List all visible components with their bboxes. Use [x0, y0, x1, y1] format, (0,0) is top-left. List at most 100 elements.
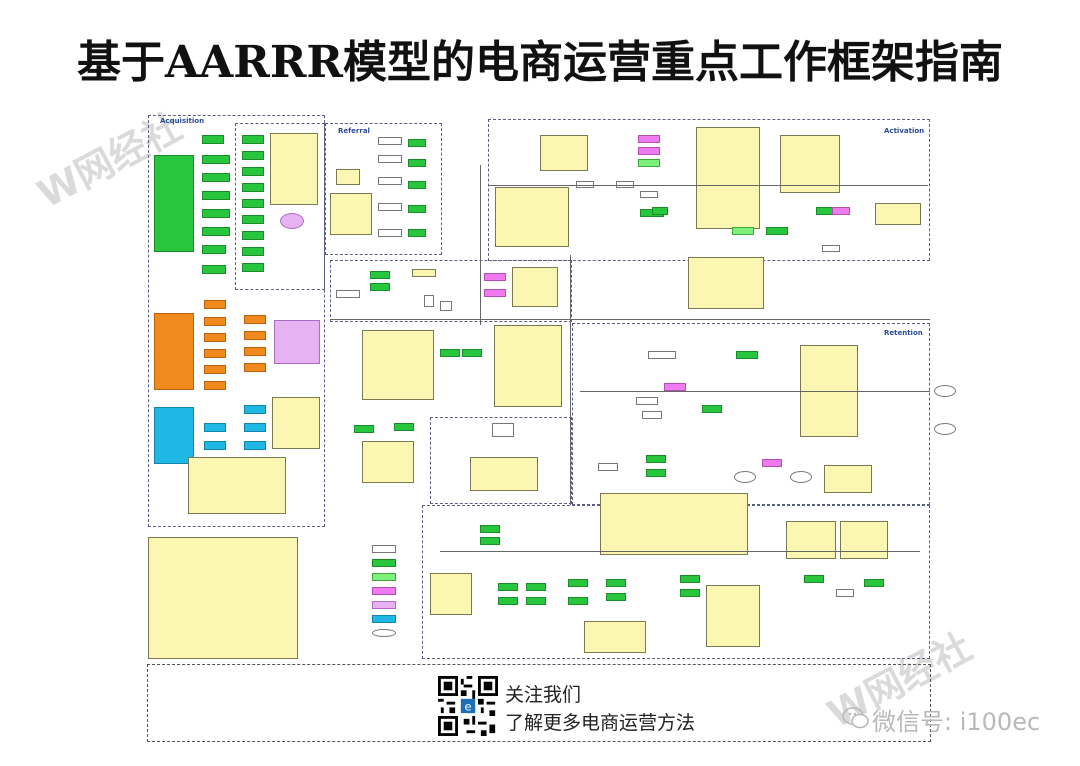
- bottom-note-3: [840, 521, 888, 559]
- bottom-green-7: [568, 579, 588, 587]
- retention-green-3: [646, 455, 666, 463]
- activation-note-4: [780, 135, 840, 193]
- legend-white: [372, 545, 396, 553]
- lower-middle-node: [492, 423, 514, 437]
- acq-orange-4: [204, 349, 226, 358]
- legend-green: [372, 559, 396, 567]
- bottom-green-3: [498, 583, 518, 591]
- acq-node-4: [202, 191, 230, 200]
- middle-phone-icon: [424, 295, 434, 307]
- connector-vertical-2: [570, 255, 571, 505]
- acq-cyan-1: [204, 423, 226, 432]
- acq-sub-2: [242, 151, 264, 160]
- acq-node-3: [202, 173, 230, 182]
- acq-note-3: [188, 457, 286, 514]
- activation-lime-1: [638, 159, 660, 167]
- acq-violet-note: [274, 320, 320, 364]
- acq-cyan-5: [244, 441, 266, 450]
- referral-green-2: [408, 159, 426, 167]
- activation-note-6: [688, 257, 764, 309]
- acq-orange-5: [204, 365, 226, 374]
- legend-lime: [372, 573, 396, 581]
- bottom-note-1: [600, 493, 748, 555]
- referral-note-2: [330, 193, 372, 235]
- retention-node-4: [598, 463, 618, 471]
- acq-sub-4: [242, 183, 264, 192]
- bottom-green-4: [526, 583, 546, 591]
- retention-oval-3: [934, 385, 956, 397]
- acq-sub-8: [242, 247, 264, 256]
- acq-orange-8: [244, 331, 266, 340]
- acquisition-panel: [148, 115, 325, 527]
- retention-pink-2: [762, 459, 782, 467]
- legend-pink: [372, 587, 396, 595]
- acq-orange-9: [244, 347, 266, 356]
- middle-note-5: [362, 441, 414, 483]
- bottom-green-6: [526, 597, 546, 605]
- legend-cyan: [372, 615, 396, 623]
- middle-green-5: [354, 425, 374, 433]
- acq-sub-6: [242, 215, 264, 224]
- retention-oval-2: [790, 471, 812, 483]
- middle-node-1: [336, 290, 360, 298]
- qr-code-icon[interactable]: e: [438, 676, 498, 736]
- bottom-note-2: [786, 521, 836, 559]
- learn-more-text: 了解更多电商运营方法: [505, 712, 696, 734]
- acq-note-1: [270, 133, 318, 205]
- activation-node-2: [616, 181, 634, 188]
- activation-note-1: [540, 135, 588, 171]
- activation-pink-2: [638, 147, 660, 155]
- acquisition-label: Acquisition: [160, 117, 205, 125]
- acq-cyan-4: [244, 423, 266, 432]
- middle-green-4: [462, 349, 482, 357]
- acq-sub-3: [242, 167, 264, 176]
- legend-violet: [372, 601, 396, 609]
- bottom-green-2: [480, 537, 500, 545]
- activation-green-3: [766, 227, 788, 235]
- bottom-green-10: [606, 593, 626, 601]
- retention-oval-4: [934, 423, 956, 435]
- referral-node-2: [378, 155, 402, 163]
- bottom-green-11: [680, 575, 700, 583]
- bottom-green-14: [864, 579, 884, 587]
- referral-green-3: [408, 181, 426, 189]
- acquisition-subpanel: [235, 123, 325, 290]
- middle-green-6: [394, 423, 414, 431]
- activation-note-3: [696, 127, 760, 229]
- activation-node-1: [576, 181, 594, 188]
- acq-orange-6: [204, 381, 226, 390]
- legend-oval: [372, 629, 396, 637]
- acq-node-5: [202, 209, 230, 218]
- acq-orange-1: [204, 300, 226, 309]
- acq-node-8: [202, 265, 226, 274]
- bottom-green-5: [498, 597, 518, 605]
- acq-orange-3: [204, 333, 226, 342]
- middle-panel: [330, 260, 572, 322]
- retention-oval-1: [734, 471, 756, 483]
- middle-laptop-icon: [440, 301, 452, 311]
- middle-pink-2: [484, 289, 506, 297]
- activation-node-3: [640, 191, 658, 198]
- retention-label: Retention: [884, 329, 923, 337]
- retention-green-1: [736, 351, 758, 359]
- acq-cyan-2: [204, 441, 226, 450]
- activation-lime-2: [732, 227, 754, 235]
- acq-sub-5: [242, 199, 264, 208]
- bottom-green-12: [680, 589, 700, 597]
- referral-label: Referral: [338, 127, 370, 135]
- svg-text:e: e: [464, 699, 471, 713]
- wechat-icon: [842, 707, 869, 729]
- referral-node-1: [378, 137, 402, 145]
- bottom-green-1: [480, 525, 500, 533]
- referral-panel: [325, 123, 442, 255]
- page-title: 基于AARRR模型的电商运营重点工作框架指南: [77, 37, 1003, 88]
- middle-green-2: [370, 283, 390, 291]
- connector-activation: [488, 185, 928, 186]
- middle-green-1: [370, 271, 390, 279]
- referral-node-5: [378, 229, 402, 237]
- acq-node-1: [202, 135, 224, 144]
- bottom-note-4: [430, 573, 472, 615]
- bottom-green-9: [606, 579, 626, 587]
- bottom-node-1: [836, 589, 854, 597]
- acq-node-2: [202, 155, 230, 164]
